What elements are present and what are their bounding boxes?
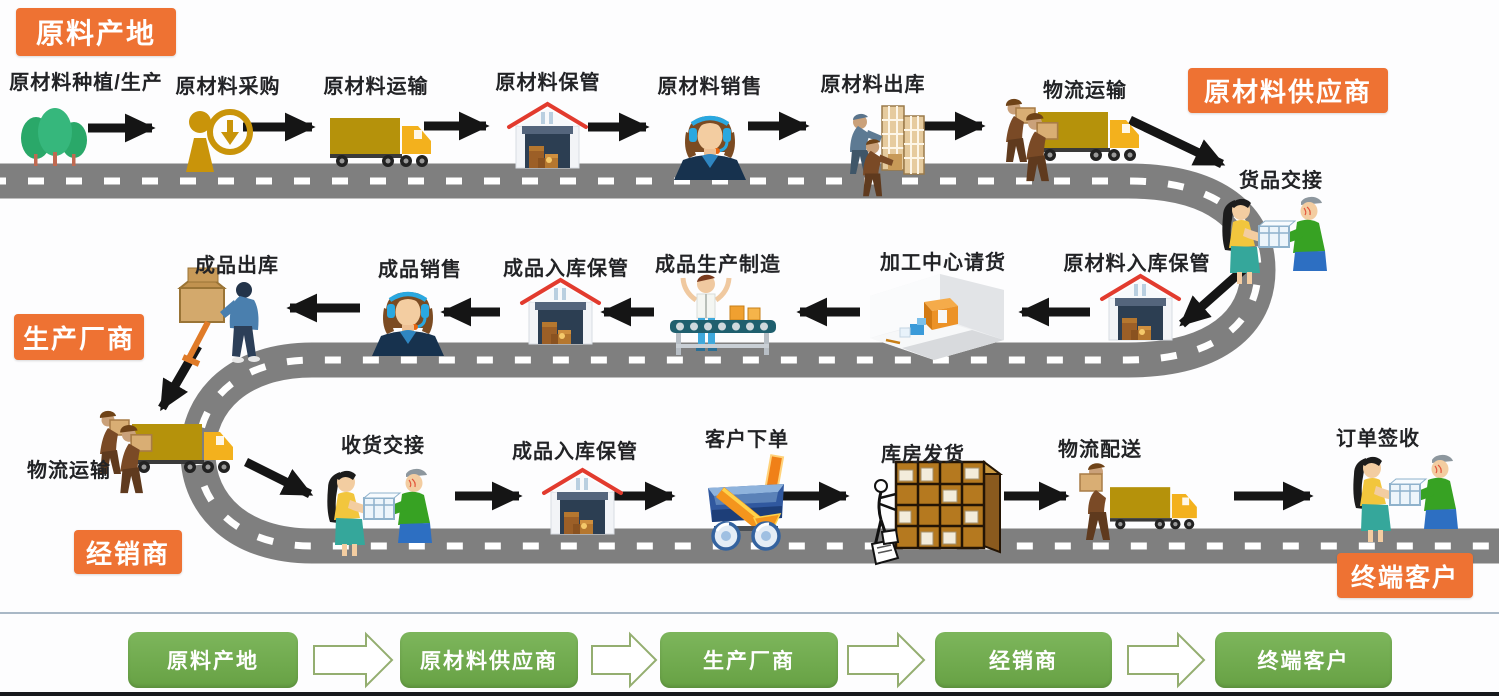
block-arrow-icon bbox=[313, 631, 394, 689]
procurement-person-clock-icon bbox=[186, 111, 250, 172]
badge-raw-material-origin: 原料产地 bbox=[16, 8, 176, 56]
step-label-raw-material-transport: 原材料运输 bbox=[323, 76, 429, 98]
step-label-receiving-handover: 收货交接 bbox=[341, 435, 425, 457]
service-agent-icon bbox=[674, 116, 746, 180]
flow-stage-end-customer: 终端客户 bbox=[1215, 632, 1392, 688]
step-label-logistics-delivery: 物流配送 bbox=[1058, 439, 1142, 461]
box-porter-icon bbox=[180, 268, 260, 364]
cargo-truck-icon bbox=[330, 118, 431, 167]
step-label-finished-goods-inbound-storage-1: 成品入库保管 bbox=[503, 258, 629, 280]
badge-manufacturer: 生产厂商 bbox=[14, 314, 144, 360]
block-arrow-icon bbox=[591, 631, 658, 689]
flow-arrows bbox=[88, 111, 1314, 511]
bottom-edge-bar bbox=[0, 692, 1499, 696]
step-label-processing-center-request: 加工中心请货 bbox=[880, 252, 1006, 274]
warehouse-icon bbox=[1100, 274, 1181, 342]
service-agent-icon bbox=[372, 292, 444, 356]
bottom-divider bbox=[0, 612, 1499, 614]
step-label-finished-goods-outbound: 成品出库 bbox=[195, 255, 279, 277]
step-label-order-signoff: 订单签收 bbox=[1336, 428, 1420, 450]
flow-stage-origin: 原料产地 bbox=[128, 632, 298, 688]
step-label-goods-handover: 货品交接 bbox=[1239, 170, 1323, 192]
badge-raw-material-supplier: 原材料供应商 bbox=[1188, 68, 1388, 113]
warehouse-icon bbox=[520, 278, 601, 346]
step-label-finished-goods-manufacturing: 成品生产制造 bbox=[655, 254, 781, 276]
step-label-customer-order: 客户下单 bbox=[705, 429, 789, 451]
shelf-dispatch-icon bbox=[870, 460, 1002, 566]
step-label-logistics-transport-2: 物流运输 bbox=[27, 460, 111, 482]
flow-stage-distributor: 经销商 bbox=[935, 632, 1112, 688]
badge-distributor: 经销商 bbox=[74, 530, 182, 574]
step-label-raw-material-inbound-storage: 原材料入库保管 bbox=[1063, 253, 1211, 275]
delivery-porter-truck-icon bbox=[1080, 463, 1197, 540]
step-label-raw-material-outbound: 原材料出库 bbox=[820, 74, 926, 96]
step-label-raw-material-purchase: 原材料采购 bbox=[175, 76, 281, 98]
step-label-warehouse-dispatch: 库房发货 bbox=[881, 444, 965, 466]
block-arrow-icon bbox=[847, 631, 926, 689]
warehouse-icon bbox=[542, 468, 623, 536]
warehouse-icon bbox=[507, 102, 588, 170]
step-label-finished-goods-inbound-storage-2: 成品入库保管 bbox=[512, 441, 638, 463]
step-label-logistics-transport-1: 物流运输 bbox=[1043, 80, 1127, 102]
flow-block-arrows bbox=[313, 631, 1206, 689]
badge-end-customer: 终端客户 bbox=[1337, 553, 1473, 598]
trees-icon bbox=[21, 108, 87, 166]
flow-stage-manufacturer: 生产厂商 bbox=[660, 632, 838, 688]
step-label-raw-material-storage: 原材料保管 bbox=[495, 72, 601, 94]
step-label-raw-material-planting: 原材料种植/生产 bbox=[9, 72, 163, 94]
step-label-finished-goods-sales: 成品销售 bbox=[378, 259, 462, 281]
step-label-raw-material-sales: 原材料销售 bbox=[657, 76, 763, 98]
block-arrow-icon bbox=[1127, 631, 1206, 689]
flow-stage-supplier: 原材料供应商 bbox=[400, 632, 578, 688]
